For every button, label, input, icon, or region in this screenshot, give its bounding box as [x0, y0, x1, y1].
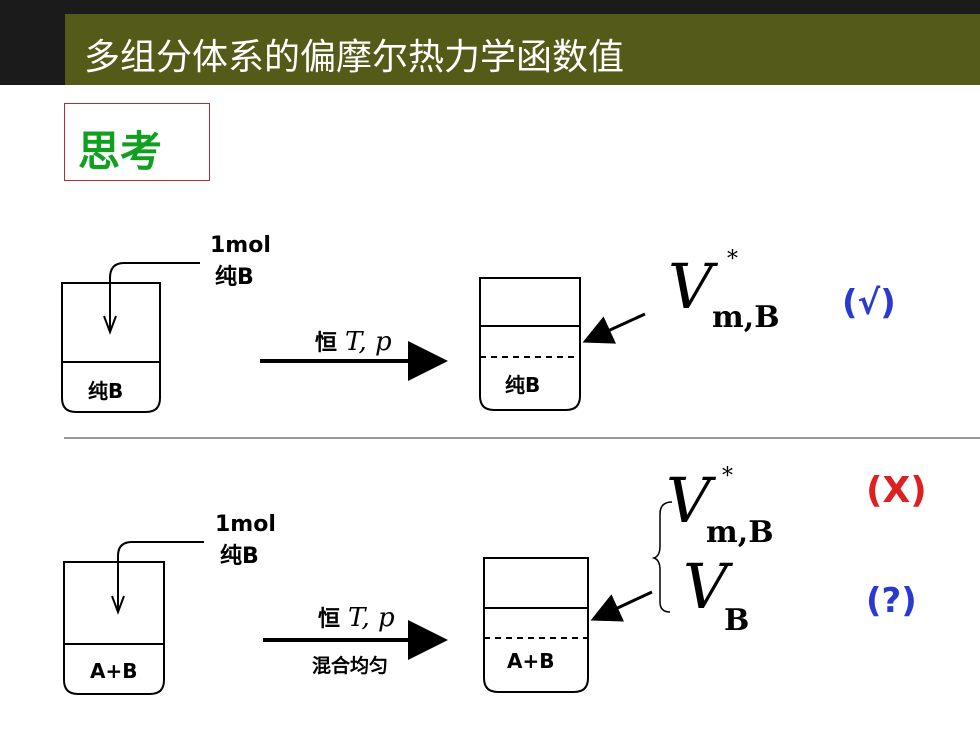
- top-left-beaker: [61, 282, 161, 413]
- top-condition-prefix: 恒: [315, 330, 337, 356]
- top-symbol-star: *: [727, 247, 738, 272]
- bottom-symbol2-v: V: [683, 550, 734, 623]
- bottom-symbol1-star: *: [722, 464, 733, 489]
- title-band: [65, 14, 980, 85]
- page-title: 多组分体系的偏摩尔热力学函数值: [84, 37, 625, 78]
- bottom-brace: [651, 501, 673, 613]
- bottom-right-beaker-label: A+B: [507, 649, 554, 673]
- bottom-verdict-cross: (X): [866, 470, 927, 511]
- bottom-symbol1-v: V: [666, 464, 717, 537]
- bottom-condition-prefix: 恒: [318, 606, 340, 632]
- top-left-beaker-label: 纯B: [88, 379, 123, 403]
- top-add-label-mol: 1mol: [210, 233, 271, 258]
- top-pointer-arrow: [582, 312, 646, 344]
- think-label: 思考: [78, 127, 163, 176]
- top-right-beaker-label: 纯B: [505, 373, 540, 397]
- bottom-add-label-b: 纯B: [220, 543, 259, 569]
- top-symbol-sub: m,B: [712, 300, 780, 335]
- bottom-add-label-mol: 1mol: [215, 512, 276, 537]
- top-condition-vars: T, p: [345, 327, 392, 357]
- top-add-arrow: [109, 262, 200, 330]
- bottom-left-beaker-label: A+B: [90, 659, 137, 683]
- top-symbol-v: V: [668, 250, 719, 323]
- bottom-verdict-question: (?): [866, 581, 917, 621]
- bottom-add-arrow: [117, 541, 204, 610]
- top-verdict: (√): [842, 283, 896, 323]
- bottom-condition-vars: T, p: [348, 603, 395, 633]
- bottom-pointer-arrow: [590, 590, 653, 622]
- bottom-symbol1-sub: m,B: [706, 515, 774, 550]
- bottom-condition-note: 混合均匀: [312, 654, 388, 677]
- top-right-beaker: [479, 277, 581, 411]
- think-box: [64, 103, 210, 181]
- top-add-label-b: 纯B: [215, 264, 254, 290]
- bottom-left-beaker: [63, 561, 165, 695]
- bottom-right-beaker: [483, 557, 589, 693]
- bottom-symbol2-sub: B: [724, 603, 749, 638]
